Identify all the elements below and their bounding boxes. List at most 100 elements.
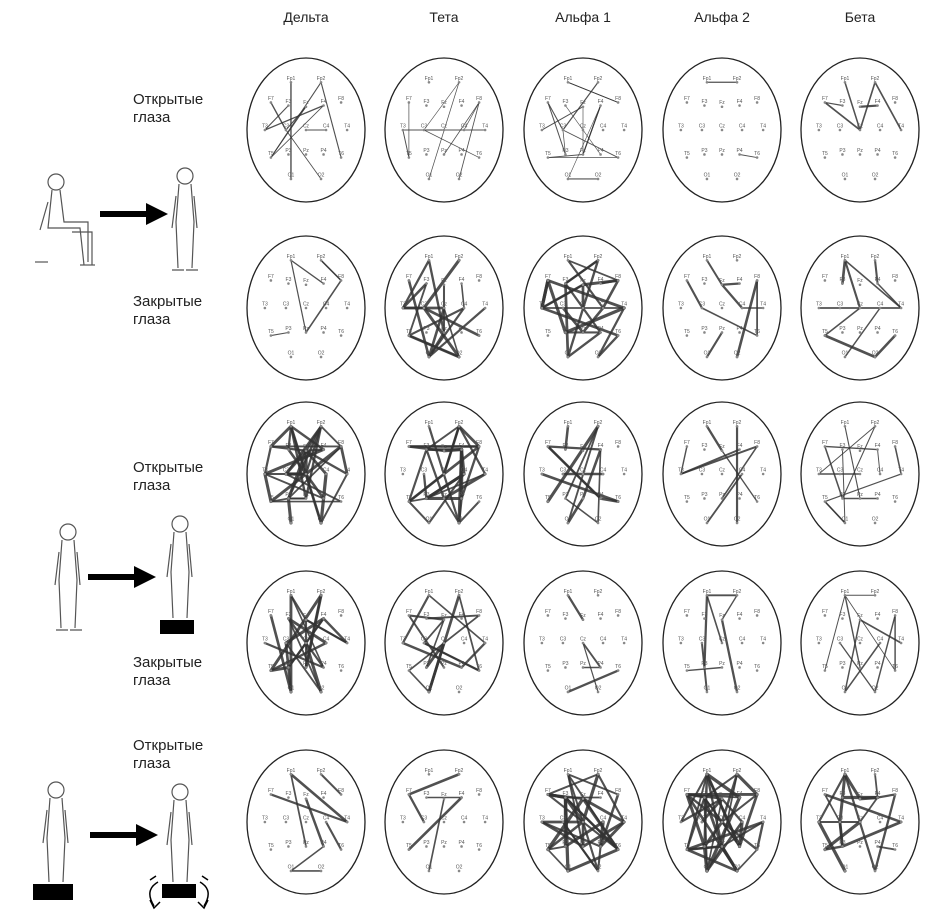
electrode-label: C3: [699, 816, 706, 822]
electrode-label: F7: [545, 609, 551, 615]
electrode-label: F8: [754, 788, 760, 794]
electrode-label: T5: [268, 151, 274, 157]
electrode-label: C4: [600, 302, 607, 308]
electrode-label: P3: [701, 492, 707, 498]
electrode-label: F7: [822, 274, 828, 280]
electrode-label: P3: [701, 148, 707, 154]
electrode-label: F3: [840, 791, 846, 797]
electrode-label: P3: [423, 840, 429, 846]
electrode-label: F8: [892, 440, 898, 446]
electrode-label: T4: [482, 816, 488, 822]
connectivity-head-map: Fp1Fp2F7F3FzF4F8T3C3CzC4T4T5P3PzP4T6O1O2: [524, 402, 642, 546]
electrode-label: C4: [739, 637, 746, 643]
electrode-label: O2: [872, 864, 879, 870]
electrode-label: C4: [323, 816, 330, 822]
electrode-label: Cz: [441, 302, 448, 308]
electrode-label: T4: [898, 637, 904, 643]
electrode-label: F8: [892, 609, 898, 615]
electrode-label: T4: [760, 124, 766, 130]
electrode-label: Pz: [719, 492, 725, 498]
connectivity-head-map: Fp1Fp2F7F3FzF4F8T3C3CzC4T4T5P3PzP4T6O1O2: [247, 236, 365, 380]
connectivity-head-map: Fp1Fp2F7F3FzF4F8T3C3CzC4T4T5P3PzP4T6O1O2: [385, 571, 503, 715]
electrode-label: F4: [459, 99, 465, 105]
electrode-label: Cz: [580, 468, 587, 474]
electrode-label: O1: [842, 864, 849, 870]
electrode-label: O1: [426, 172, 433, 178]
electrode-label: T5: [822, 495, 828, 501]
electrode-label: F8: [476, 440, 482, 446]
electrode-label: Fp1: [841, 768, 850, 774]
electrode-label: Fp2: [871, 76, 880, 82]
electrode-label: Fp2: [317, 589, 326, 595]
electrode-label: F8: [476, 609, 482, 615]
electrode-label: F8: [892, 96, 898, 102]
electrode-label: F7: [684, 609, 690, 615]
standing-person-icon: [172, 168, 198, 270]
electrode-label: F7: [406, 609, 412, 615]
electrode-label: Cz: [580, 637, 587, 643]
electrode-label: Fp2: [455, 768, 464, 774]
electrode-label: C3: [283, 637, 290, 643]
electrode-label: P4: [320, 326, 326, 332]
sitting-person-icon: [35, 174, 95, 265]
electrode-label: P4: [597, 661, 603, 667]
electrode-label: Cz: [857, 816, 864, 822]
electrode-label: Fp2: [733, 254, 742, 260]
electrode-label: F3: [424, 791, 430, 797]
electrode-label: T6: [615, 495, 621, 501]
condition-label: Открытыеглаза: [133, 459, 203, 494]
electrode-label: P4: [736, 326, 742, 332]
electrode-label: P3: [839, 326, 845, 332]
electrode-label: Fp2: [871, 589, 880, 595]
electrode-label: O1: [704, 864, 711, 870]
electrode-label: F7: [545, 440, 551, 446]
electrode-label: C3: [837, 816, 844, 822]
electrode-label: T6: [892, 151, 898, 157]
electrode-label: Fz: [580, 444, 586, 450]
electrode-label: F8: [338, 274, 344, 280]
electrode-label: T4: [482, 302, 488, 308]
electrode-label: Fp1: [703, 76, 712, 82]
electrode-label: T4: [621, 124, 627, 130]
electrode-label: T3: [816, 302, 822, 308]
electrode-label: T5: [268, 843, 274, 849]
electrode-label: Pz: [580, 326, 586, 332]
electrode-label: O1: [565, 350, 572, 356]
electrode-label: T5: [268, 495, 274, 501]
electrode-label: T6: [615, 843, 621, 849]
electrode-label: T5: [684, 664, 690, 670]
band-header: Альфа 2: [694, 9, 750, 25]
electrode-label: O1: [565, 516, 572, 522]
electrode-label: Fp1: [841, 76, 850, 82]
electrode-label: P4: [874, 148, 880, 154]
electrode-label: O2: [456, 864, 463, 870]
electrode-label: P3: [701, 840, 707, 846]
electrode-label: C4: [323, 637, 330, 643]
electrode-label: P4: [597, 840, 603, 846]
electrode-label: C4: [461, 816, 468, 822]
electrode-label: Fz: [857, 792, 863, 798]
electrode-label: C4: [877, 124, 884, 130]
electrode-label: Fp2: [455, 589, 464, 595]
standing-person-icon: [55, 524, 82, 630]
electrode-label: P3: [285, 326, 291, 332]
electrode-label: C4: [739, 816, 746, 822]
electrode-label: F3: [702, 791, 708, 797]
electrode-label: T6: [338, 843, 344, 849]
electrode-label: T5: [822, 843, 828, 849]
electrode-label: O1: [842, 516, 849, 522]
electrode-label: Fz: [303, 792, 309, 798]
electrode-label: F4: [875, 791, 881, 797]
electrode-label: P3: [839, 148, 845, 154]
electrode-label: Cz: [857, 124, 864, 130]
electrode-label: Cz: [719, 124, 726, 130]
electrode-label: T5: [268, 329, 274, 335]
electrode-label: F4: [321, 99, 327, 105]
electrode-label: Cz: [719, 637, 726, 643]
connectivity-head-map: Fp1Fp2F7F3FzF4F8T3C3CzC4T4T5P3PzP4T6O1O2: [524, 236, 642, 380]
electrode-label: Fp2: [455, 254, 464, 260]
electrode-label: T4: [898, 302, 904, 308]
connectivity-head-map: Fp1Fp2F7F3FzF4F8T3C3CzC4T4T5P3PzP4T6O1O2: [247, 571, 365, 715]
electrode-label: F3: [286, 443, 292, 449]
electrode-label: F7: [268, 274, 274, 280]
